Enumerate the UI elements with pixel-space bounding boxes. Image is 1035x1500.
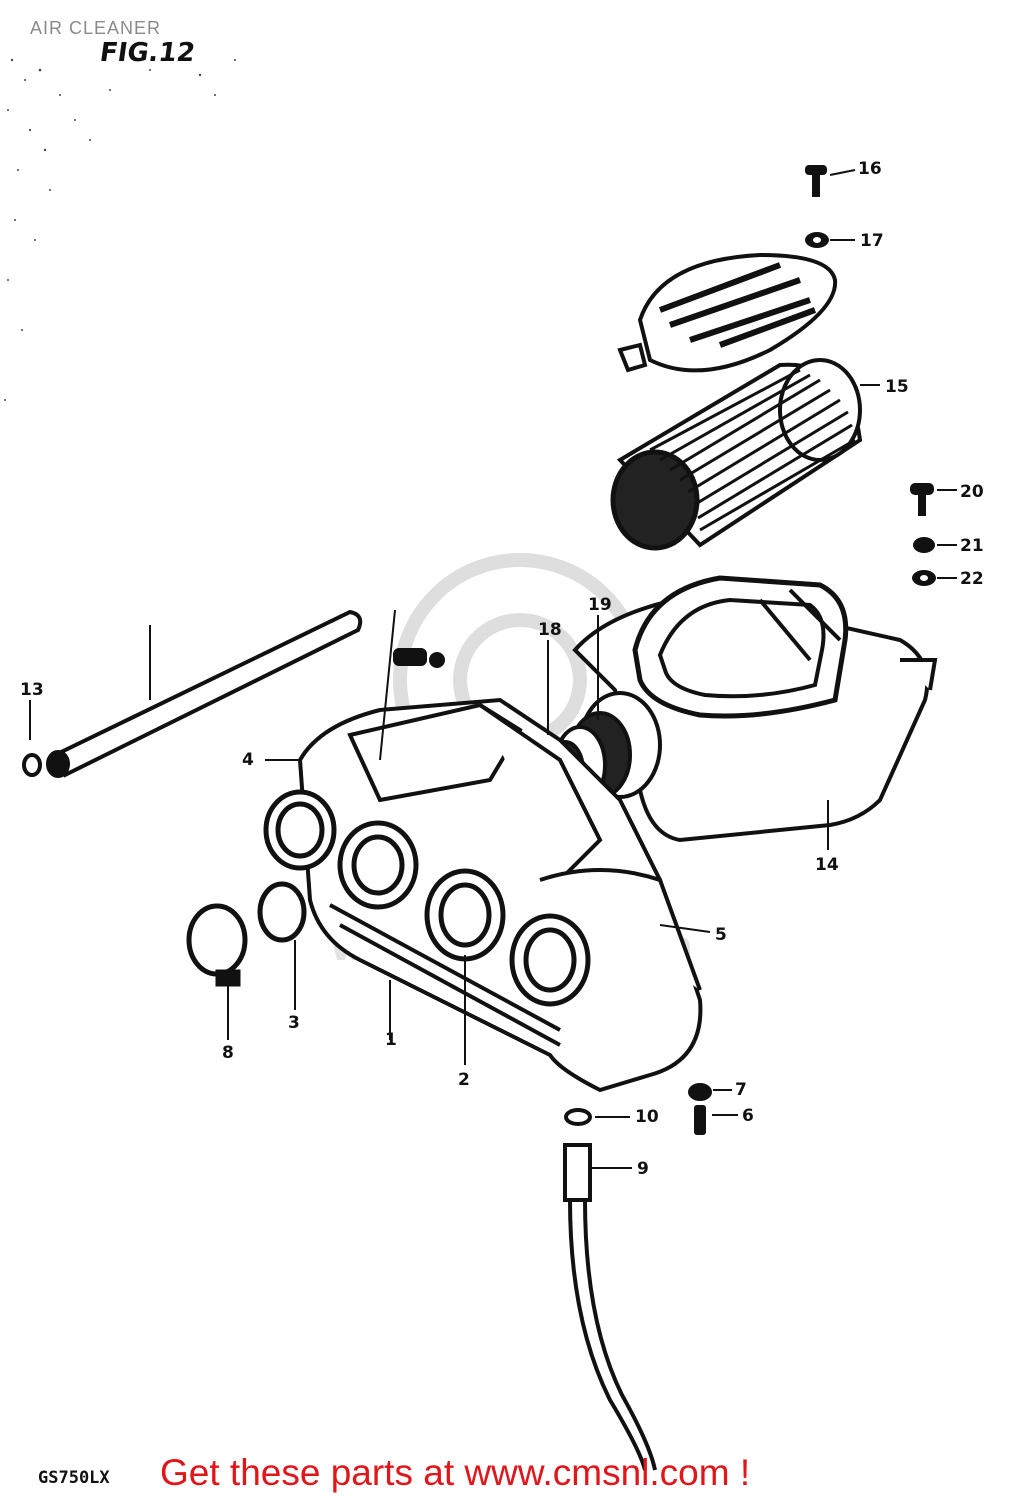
scan-noise (4, 58, 236, 401)
model-code: GS750LX (38, 1468, 110, 1488)
promo-link[interactable]: Get these parts at www.cmsnl.com ! (160, 1452, 751, 1493)
callout-13: 13 (20, 680, 44, 700)
clamp-8 (186, 903, 248, 987)
bolt-20 (910, 483, 934, 516)
callout-labels: 16 17 15 20 21 22 19 18 14 13 4 5 1 2 3 … (20, 159, 984, 1179)
page-title: AIR CLEANER (30, 18, 162, 38)
callout-15: 15 (885, 377, 909, 397)
washer-17 (805, 232, 829, 248)
washer-22 (912, 570, 936, 586)
washer-21 (913, 537, 935, 553)
air-cleaner-box (572, 575, 938, 843)
bolt-16 (805, 165, 827, 197)
callout-10: 10 (635, 1107, 659, 1127)
washer-7 (688, 1083, 712, 1101)
leader-lines (29, 169, 957, 1169)
callout-4: 4 (242, 750, 254, 770)
callout-2: 2 (458, 1070, 470, 1090)
callout-14: 14 (815, 855, 839, 875)
callout-19: 19 (588, 595, 612, 615)
callout-6: 6 (742, 1106, 754, 1126)
callout-17: 17 (860, 231, 884, 251)
callout-9: 9 (637, 1159, 649, 1179)
cover-plate (617, 252, 838, 373)
callout-3: 3 (288, 1013, 300, 1033)
callout-22: 22 (960, 569, 984, 589)
clamp-3 (257, 881, 307, 943)
callout-7: 7 (735, 1080, 747, 1100)
callout-8: 8 (222, 1043, 234, 1063)
callout-1: 1 (385, 1030, 397, 1050)
bolt-6 (694, 1105, 706, 1135)
callout-21: 21 (960, 536, 984, 556)
breather-pipe (22, 609, 363, 778)
callout-16: 16 (858, 159, 882, 179)
callout-20: 20 (960, 482, 984, 502)
filter-element (610, 358, 863, 551)
callout-18: 18 (538, 620, 562, 640)
drain-hose (563, 1108, 657, 1471)
intake-boots (263, 789, 591, 1007)
callout-5: 5 (715, 925, 727, 945)
